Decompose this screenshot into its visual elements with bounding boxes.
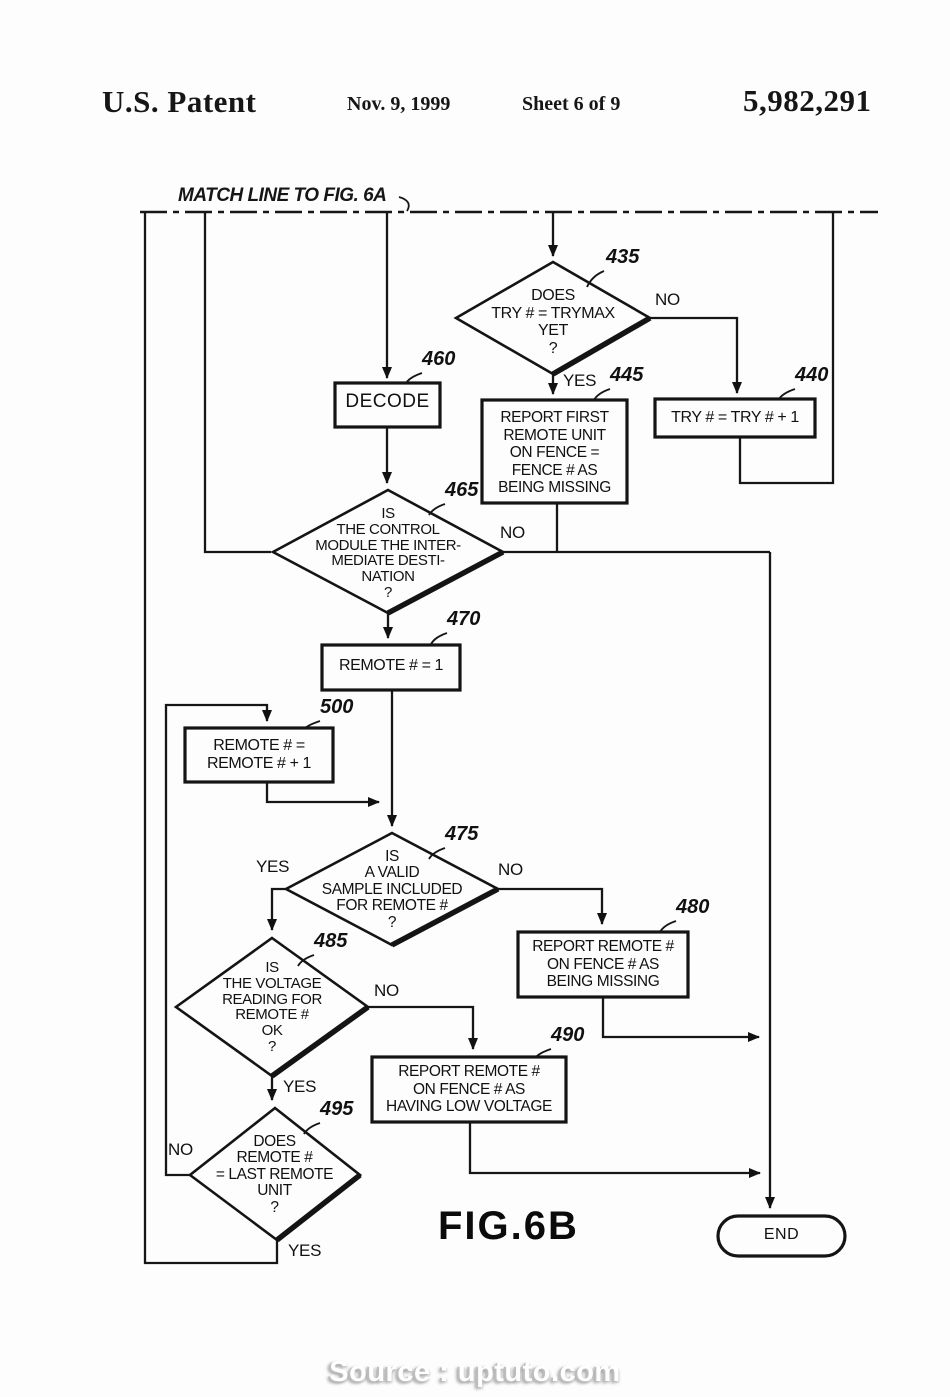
ref-485: 485 <box>314 930 348 952</box>
branch-475-no: NO <box>498 860 523 879</box>
process-470-shape <box>320 643 462 692</box>
header-patent-number: 5,982,291 <box>743 83 872 118</box>
ref-460: 460 <box>422 348 456 370</box>
process-445: REPORT FIRST REMOTE UNIT ON FENCE = FENC… <box>498 409 611 497</box>
ref-435: 435 <box>606 246 640 268</box>
edge-490-out <box>468 1122 761 1178</box>
decision-435: DOES TRY # = TRYMAX YET ? <box>491 287 615 357</box>
ref-470: 470 <box>447 608 481 630</box>
ref-480: 480 <box>676 896 710 918</box>
branch-485-no: NO <box>374 981 399 1000</box>
terminator-end-shape <box>716 1214 847 1258</box>
edge-435-no <box>650 316 742 394</box>
branch-495-yes: YES <box>288 1241 322 1260</box>
process-445-shape <box>480 398 629 505</box>
process-460-shape <box>333 381 442 429</box>
terminator-end: END <box>763 1226 800 1243</box>
branch-435-yes: YES <box>563 371 597 390</box>
process-490: REPORT REMOTE # ON FENCE # AS HAVING LOW… <box>386 1063 552 1116</box>
branch-435-no: NO <box>655 290 680 309</box>
branch-485-yes: YES <box>283 1077 317 1096</box>
decision-475: IS A VALID SAMPLE INCLUDED FOR REMOTE # … <box>321 848 463 931</box>
ref-475: 475 <box>445 823 479 845</box>
edge-485-no <box>368 1005 478 1050</box>
ref-500: 500 <box>320 696 354 718</box>
branch-465-no: NO <box>500 523 525 542</box>
decision-465: IS THE CONTROL MODULE THE INTER- MEDIATE… <box>315 505 461 601</box>
edge-475-yes <box>267 887 286 931</box>
branch-495-no: NO <box>168 1140 193 1159</box>
decision-485: IS THE VOLTAGE READING FOR REMOTE # OK ? <box>222 959 322 1055</box>
header-date: Nov. 9, 1999 <box>347 93 451 115</box>
header-patent-label: U.S. Patent <box>102 84 257 119</box>
ref-490: 490 <box>551 1024 585 1046</box>
process-470: REMOTE # = 1 <box>338 657 444 674</box>
process-490-shape <box>370 1055 568 1124</box>
edge-500-out <box>265 782 380 807</box>
branch-475-yes: YES <box>256 857 290 876</box>
process-480-shape <box>516 930 690 999</box>
process-440: TRY # = TRY # + 1 <box>671 409 799 426</box>
ref-495: 495 <box>320 1098 354 1120</box>
process-500: REMOTE # = REMOTE # + 1 <box>206 737 312 772</box>
ref-465: 465 <box>445 479 479 501</box>
match-line-label: MATCH LINE TO FIG. 6A <box>178 185 387 206</box>
decision-495: DOES REMOTE # = LAST REMOTE UNIT ? <box>215 1133 334 1216</box>
edge-480-out <box>601 997 760 1042</box>
edge-475-no <box>498 887 607 925</box>
ref-440: 440 <box>795 364 829 386</box>
header-sheet-number: Sheet 6 of 9 <box>522 93 621 115</box>
process-460: DECODE <box>345 391 430 412</box>
process-440-shape <box>653 397 817 439</box>
ref-445: 445 <box>610 364 644 386</box>
process-480: REPORT REMOTE # ON FENCE # AS BEING MISS… <box>532 938 674 991</box>
edge-440-return <box>738 213 835 485</box>
process-500-shape <box>183 726 335 784</box>
figure-label: FIG.6B <box>438 1204 579 1248</box>
source-watermark: Source : uptuto.com <box>329 1356 621 1388</box>
edge-495-yes <box>143 213 279 1265</box>
edge-495-no <box>164 703 272 1177</box>
